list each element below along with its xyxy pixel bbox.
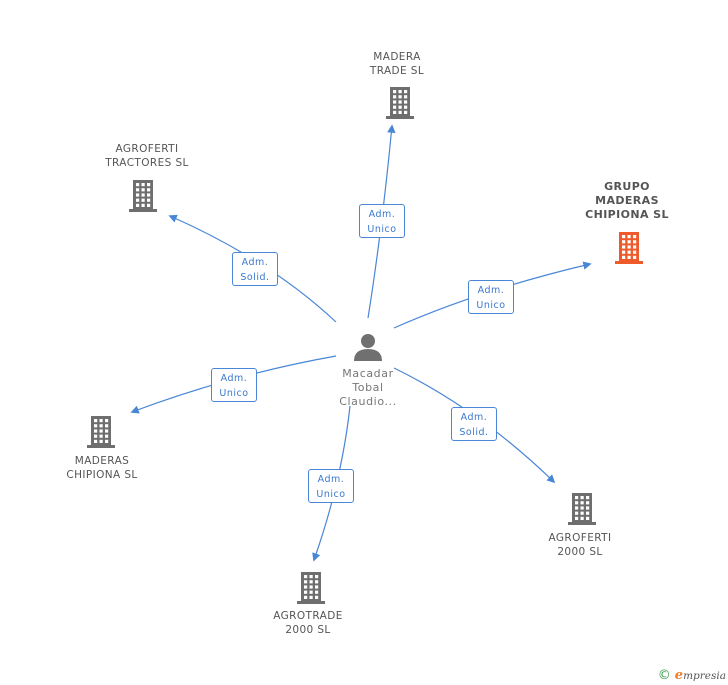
brand-logo-e: e xyxy=(674,668,684,683)
edge-label-agroferti-tractores[interactable]: Adm. Solid. xyxy=(232,252,278,286)
building-icon[interactable] xyxy=(297,570,325,608)
person-name[interactable]: Macadar Tobal Claudio... xyxy=(339,367,397,408)
company-label-agrotrade-2000[interactable]: AGROTRADE 2000 SL xyxy=(273,610,343,636)
building-icon[interactable] xyxy=(386,85,414,123)
company-label-madera-trade[interactable]: MADERA TRADE SL xyxy=(369,51,425,77)
building-icon[interactable] xyxy=(129,178,157,216)
brand-name: mpresia xyxy=(683,670,726,682)
footer-brand: ©empresia xyxy=(658,668,726,683)
person-icon[interactable] xyxy=(353,333,383,361)
edge-label-maderas-chipiona[interactable]: Adm. Unico xyxy=(211,368,257,402)
company-label-agroferti-2000[interactable]: AGROFERTI 2000 SL xyxy=(548,532,612,558)
company-label-grupo-maderas-chipiona[interactable]: GRUPO MADERAS CHIPIONA SL xyxy=(585,180,669,221)
edge-label-agroferti-2000[interactable]: Adm. Solid. xyxy=(451,407,497,441)
edge-label-madera-trade[interactable]: Adm. Unico xyxy=(359,204,405,238)
company-label-maderas-chipiona[interactable]: MADERAS CHIPIONA SL xyxy=(66,455,138,481)
building-icon-highlighted[interactable] xyxy=(615,230,643,268)
building-icon[interactable] xyxy=(87,414,115,452)
edge-label-grupo-maderas-chipiona[interactable]: Adm. Unico xyxy=(468,280,514,314)
copyright-symbol: © xyxy=(657,668,671,683)
building-icon[interactable] xyxy=(568,491,596,529)
edge-label-agrotrade-2000[interactable]: Adm. Unico xyxy=(308,469,354,503)
company-label-agroferti-tractores[interactable]: AGROFERTI TRACTORES SL xyxy=(105,143,189,169)
